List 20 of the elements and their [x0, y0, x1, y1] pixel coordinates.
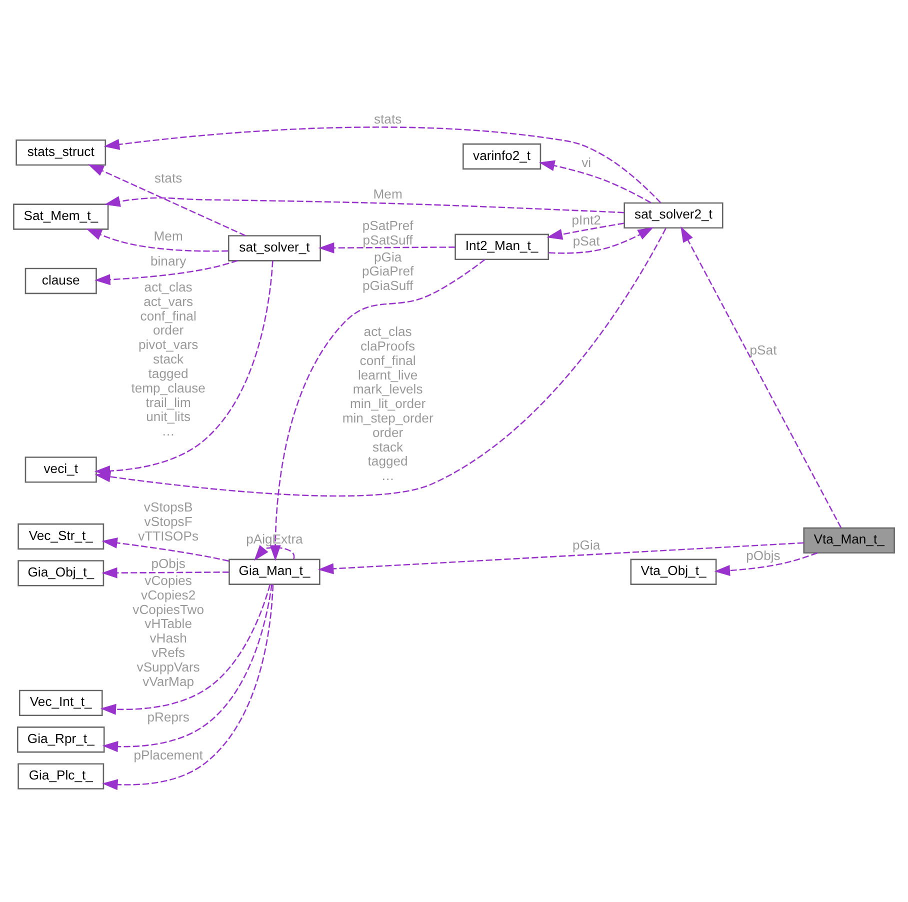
edge-label: pSat: [750, 342, 777, 358]
edge-label: binary: [150, 253, 186, 268]
edge-label: pReprs: [147, 709, 190, 724]
edge-label: Mem: [373, 186, 402, 202]
edge-label: pObjs: [746, 548, 780, 564]
edge-label: vCopies vCopies2 vCopiesTwo vHTable vHash vRefs vSuppVars vVarMap: [132, 572, 204, 689]
edge-label: stats: [154, 170, 182, 186]
edge-label: pAigExtra: [246, 532, 303, 547]
edge-label: vStopsB vStopsF vTTISOPs: [138, 500, 199, 544]
edge-label: act_clas act_vars conf_final order pivot_vars stack tagged temp_clause trail_lim unit_lits …: [131, 279, 206, 439]
edge-label: pInt2: [572, 212, 601, 228]
edge-label: pPlacement: [134, 747, 203, 762]
edge-label: Mem: [154, 228, 183, 244]
edge-label: pGia: [572, 538, 600, 553]
edge-label: act_clas claProofs conf_final learnt_live mark_levels min_lit_order min_step_order order stack tagged …: [342, 324, 434, 484]
edge-label: stats: [374, 112, 402, 127]
edge-label: pSat: [572, 234, 600, 249]
edge-label: pObjs: [151, 556, 186, 571]
edge-label: pGia pGiaPref pGiaSuff: [362, 249, 414, 294]
edge-label: vi: [582, 154, 592, 170]
